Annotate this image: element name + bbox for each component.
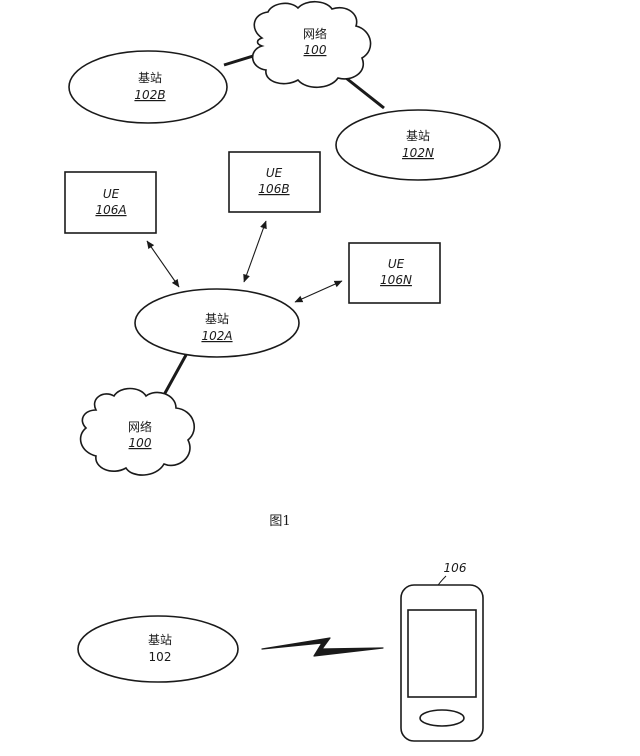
arrow-ue106n-bs102a xyxy=(294,280,343,303)
network-cloud-top: 网络 100 xyxy=(251,0,372,89)
bs-102-title: 基站 xyxy=(148,633,172,647)
mobile-device-106: 106 xyxy=(400,561,484,742)
base-station-102n: 基站 102N xyxy=(335,109,501,181)
device-screen xyxy=(407,609,477,698)
ue-106b-ref: 106B xyxy=(258,182,289,196)
base-station-102: 基站 102 xyxy=(77,615,239,683)
base-station-102a: 基站 102A xyxy=(134,288,300,358)
network-top-title: 网络 xyxy=(303,26,327,41)
link-network-bs102n xyxy=(345,76,385,110)
ue-106a-title: UE xyxy=(103,187,120,201)
bs-102b-ref: 102B xyxy=(134,88,165,102)
ue-106b: UE 106B xyxy=(228,151,321,213)
bs-102b-title: 基站 xyxy=(138,71,162,85)
ue-106a-ref: 106A xyxy=(95,203,126,217)
device-106-ref: 106 xyxy=(444,561,467,575)
network-cloud-bottom: 网络 100 xyxy=(79,387,196,476)
figure-1-caption: 图1 xyxy=(269,514,290,529)
ue-106n-ref: 106N xyxy=(380,273,412,287)
arrow-ue106a-bs102a xyxy=(146,240,180,288)
ue-106n: UE 106N xyxy=(348,242,441,304)
bs-102a-title: 基站 xyxy=(205,312,229,326)
network-bottom-ref: 100 xyxy=(129,436,152,450)
bs-102n-ref: 102N xyxy=(402,146,434,160)
ue-106a: UE 106A xyxy=(64,171,157,234)
arrow-ue106b-bs102a xyxy=(243,220,267,283)
network-top-ref: 100 xyxy=(304,43,327,57)
bs-102n-title: 基站 xyxy=(406,129,430,143)
network-bottom-title: 网络 xyxy=(128,419,152,434)
wireless-link-icon xyxy=(261,637,384,657)
device-home-button xyxy=(419,709,465,727)
ue-106n-title: UE xyxy=(388,257,405,271)
bs-102-ref: 102 xyxy=(149,650,172,664)
base-station-102b: 基站 102B xyxy=(68,50,228,124)
bs-102a-ref: 102A xyxy=(201,329,232,343)
ue-106b-title: UE xyxy=(266,166,283,180)
